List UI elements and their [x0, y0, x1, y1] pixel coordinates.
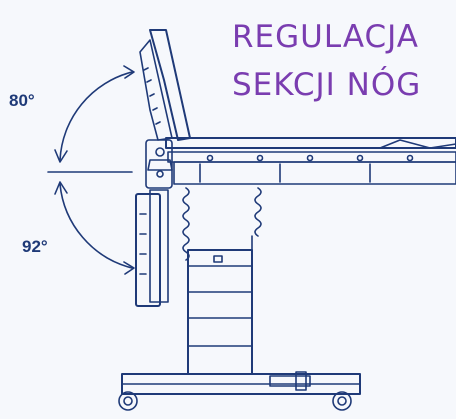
arrow-lower-end [123, 261, 135, 275]
angle-arcs [47, 65, 135, 275]
arrow-upper-start [54, 149, 68, 163]
springs [182, 187, 262, 261]
angle-label-lower: 92° [22, 237, 48, 256]
title-line-1: REGULACJA [232, 19, 419, 55]
upper-arc [59, 71, 133, 161]
tabletop [165, 137, 456, 185]
angle-label-upper: 80° [9, 91, 35, 110]
base [118, 371, 361, 411]
column [187, 249, 253, 375]
arrow-upper-end [123, 65, 135, 79]
arrow-lower-start [54, 181, 68, 195]
lower-arc [59, 183, 133, 269]
leg-section-lowered [135, 189, 169, 307]
hinge [145, 139, 173, 189]
leg-section-raised [139, 29, 191, 141]
title-line-2: SEKCJI NÓG [232, 67, 422, 103]
